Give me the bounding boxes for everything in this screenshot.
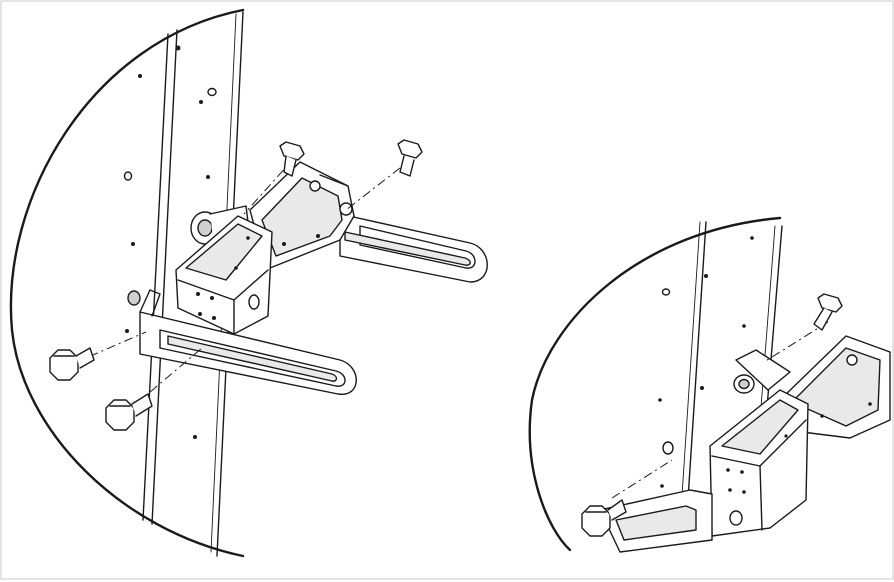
- rear-slotted-bracket: [340, 214, 487, 282]
- bottom-slotted-bracket: [600, 490, 712, 552]
- assembled-view: [530, 218, 890, 552]
- bolt-left-lower: [106, 394, 152, 430]
- front-bracket-assembled: [710, 390, 808, 536]
- exploded-view: [11, 10, 487, 556]
- front-box-bracket: [176, 216, 272, 334]
- bolt-rear-right: [398, 140, 422, 176]
- bolt-left-upper: [50, 348, 94, 380]
- bolt-assembled-upper: [814, 294, 842, 330]
